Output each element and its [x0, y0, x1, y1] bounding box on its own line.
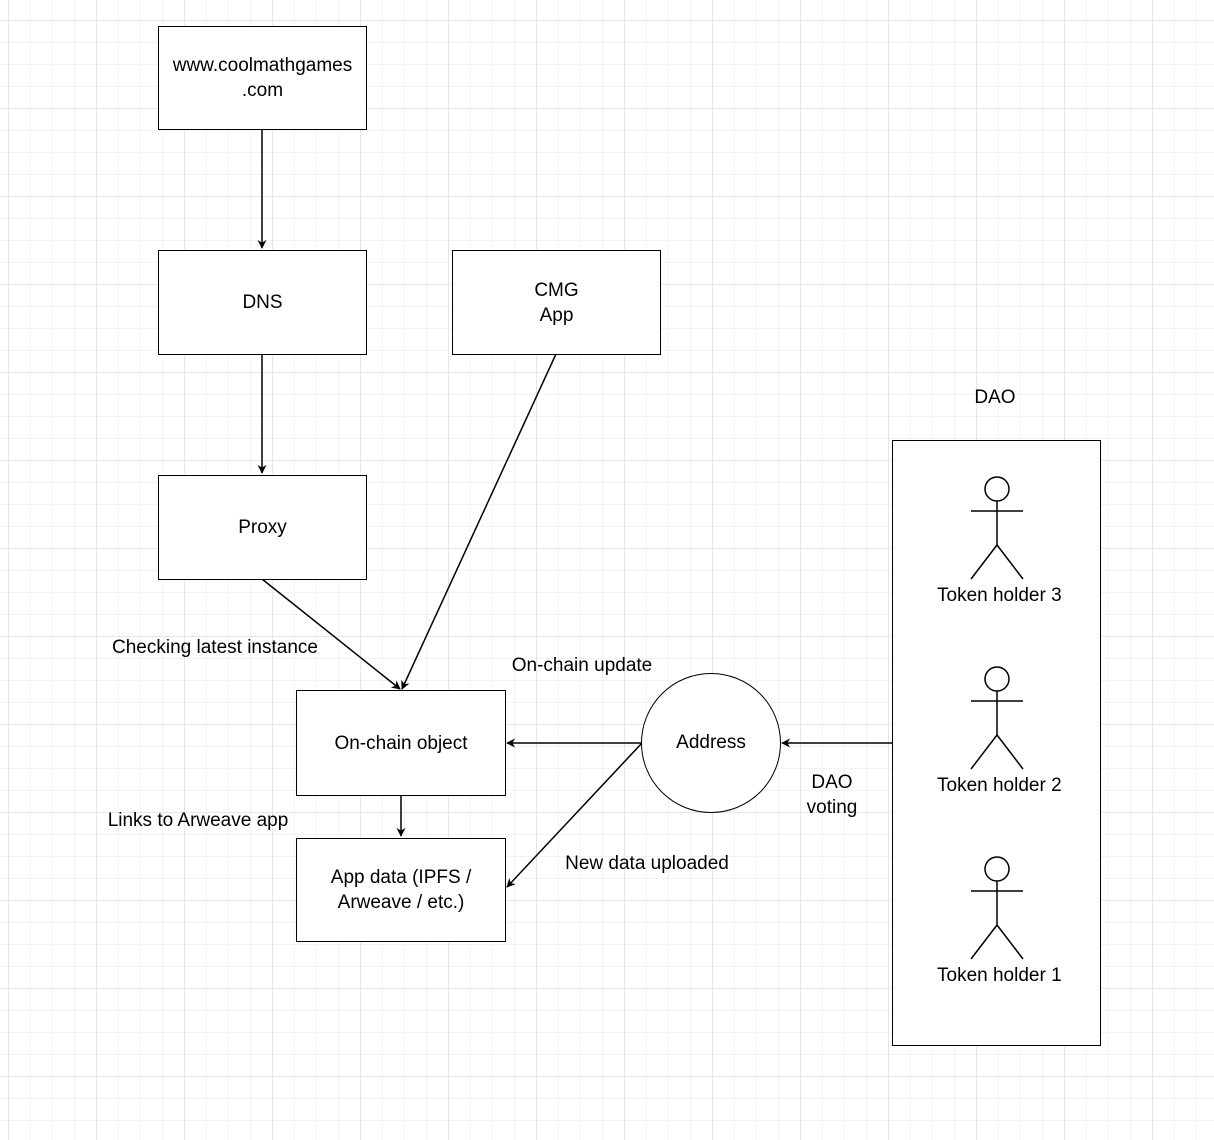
proxy-node: Proxy: [158, 475, 367, 580]
dao-title: DAO: [974, 387, 1016, 408]
edge-label-onchain-update: On-chain update: [511, 655, 653, 676]
person-icon: [970, 476, 1024, 580]
address-node: Address: [641, 673, 781, 813]
cmg-app-node: CMG App: [452, 250, 661, 355]
dao-member-label: Token holder 3: [937, 585, 1062, 606]
app-data-node: App data (IPFS / Arweave / etc.): [296, 838, 506, 942]
dao-member: Token holder 1: [937, 855, 1062, 987]
edge-proxy-to-onchain-object: [261, 578, 401, 690]
dao-container: Token holder 3 Token holder 2 Token hold…: [892, 440, 1101, 1046]
website-node: www.coolmathgames .com: [158, 26, 367, 130]
person-icon: [970, 666, 1024, 770]
edge-cmg-app-to-onchain-object: [401, 353, 557, 690]
edge-label-links-to-arweave: Links to Arweave app: [107, 810, 289, 831]
edge-label-dao-voting: DAO voting: [806, 772, 858, 818]
dao-member-label: Token holder 1: [937, 965, 1062, 986]
dao-member: Token holder 2: [937, 665, 1062, 797]
person-icon: [970, 856, 1024, 960]
dao-member-label: Token holder 2: [937, 775, 1062, 796]
edge-address-to-app-data: [506, 742, 643, 888]
edge-label-checking-latest: Checking latest instance: [112, 637, 318, 658]
dao-member: Token holder 3: [937, 475, 1062, 607]
dns-node: DNS: [158, 250, 367, 355]
onchain-object-node: On-chain object: [296, 690, 506, 796]
edge-label-new-data-uploaded: New data uploaded: [565, 853, 729, 874]
